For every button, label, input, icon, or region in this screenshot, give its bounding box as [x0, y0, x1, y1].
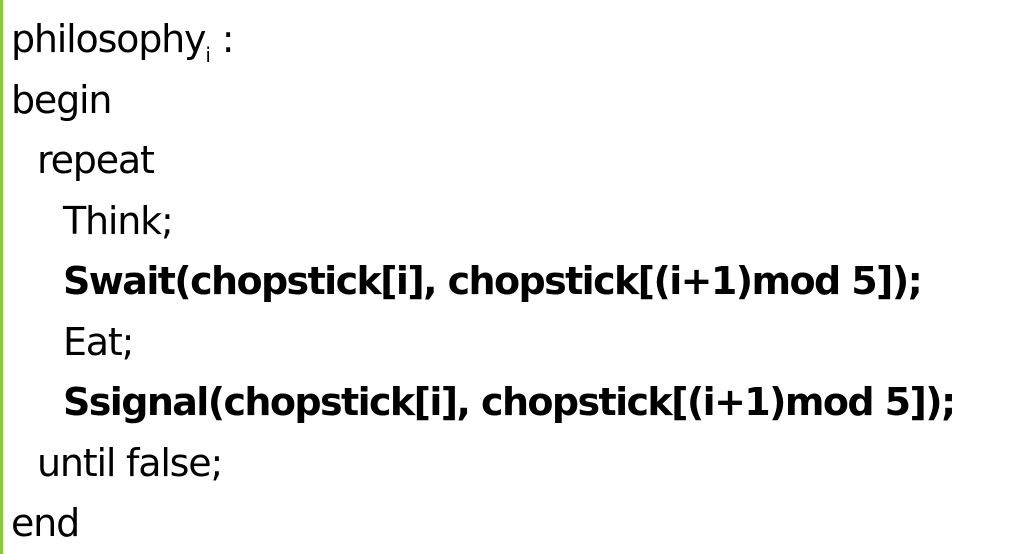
code-line-swait: Swait(chopstick[i], chopstick[(i+1)mod 5… — [63, 259, 923, 303]
code-line-think: Think; — [63, 198, 174, 243]
code-line-end: end — [11, 501, 80, 545]
procedure-colon: : — [210, 17, 235, 61]
procedure-name: philosophy — [11, 17, 207, 61]
code-line-begin: begin — [11, 77, 112, 122]
pseudocode-block: philosophyi : begin repeat Think; Swait(… — [11, 9, 956, 554]
code-line-eat: Eat; — [63, 319, 134, 364]
code-line-ssignal: Ssignal(chopstick[i], chopstick[(i+1)mod… — [63, 380, 956, 424]
procedure-subscript: i — [205, 43, 211, 67]
code-line-until: until false; — [37, 440, 223, 485]
code-line-repeat: repeat — [37, 138, 155, 182]
code-line-header: philosophyi : — [11, 9, 955, 70]
accent-bar — [0, 0, 3, 554]
